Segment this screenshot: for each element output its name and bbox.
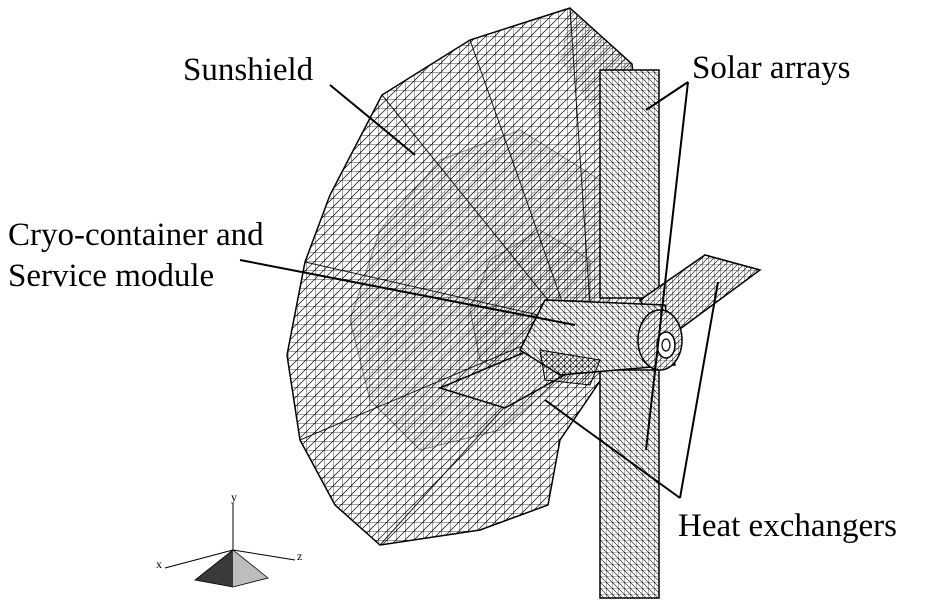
axis-triad	[164, 503, 296, 588]
leader-solar-arrays-lower	[645, 81, 689, 451]
leader-heat-lower	[544, 399, 681, 499]
axis-label-z: z	[297, 549, 303, 563]
label-heat-exchangers: Heat exchangers	[678, 508, 897, 544]
axis-label-x: x	[156, 557, 162, 571]
callout-leaders	[239, 81, 719, 499]
leader-cryo	[239, 259, 576, 326]
cryo-container-body	[519, 299, 683, 386]
label-cryo-line1: Cryo-container and	[8, 217, 264, 253]
axis-label-y: y	[231, 490, 237, 504]
leader-sunshield	[329, 84, 416, 156]
label-sunshield: Sunshield	[183, 52, 314, 88]
label-solar-arrays: Solar arrays	[692, 50, 851, 86]
leader-heat-upper	[679, 281, 719, 499]
leader-solar-arrays-upper	[645, 81, 689, 111]
label-cryo-line2: Service module	[8, 258, 215, 294]
